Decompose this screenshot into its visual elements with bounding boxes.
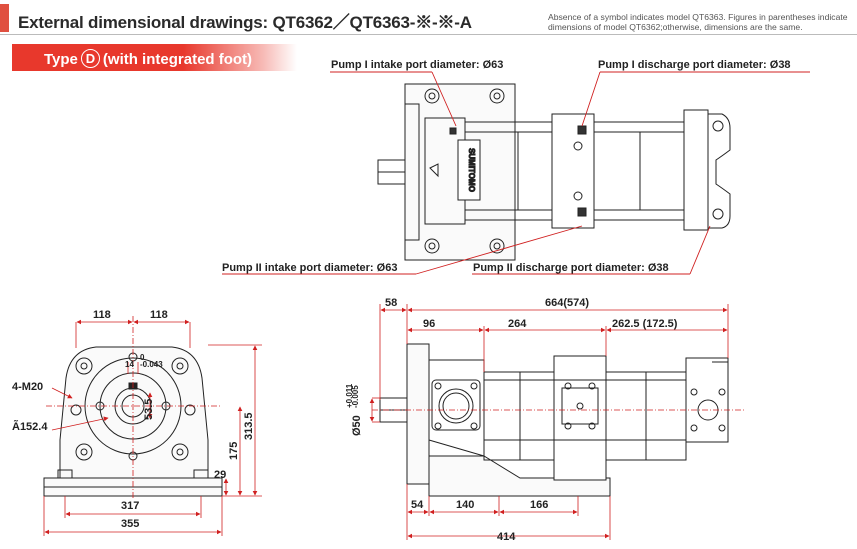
bolt-hole-icon: [75, 357, 93, 375]
label-pcd: Ã152.4: [12, 420, 48, 433]
side-view: [379, 343, 729, 497]
nameplate-text: SUMITOMO: [467, 148, 476, 192]
side-dim-lines: [369, 304, 744, 540]
dim-front-width-right: 118: [150, 309, 168, 321]
dim-shaft-tol-low: -0.005: [351, 385, 360, 408]
port-circle-icon: [438, 388, 474, 424]
bolt-hole-icon: [424, 238, 440, 254]
side-pump1: [428, 359, 485, 457]
dim-shaft-dia: Ø50: [351, 415, 363, 436]
dim-foot-b: 140: [456, 499, 474, 511]
dim-foot-length: 414: [497, 531, 516, 543]
nameplate: [457, 139, 481, 201]
dim-foot-c: 166: [530, 499, 548, 511]
dim-seg1: 96: [423, 318, 435, 330]
middle-cover: [551, 113, 595, 229]
dim-height-total: 313.5: [243, 412, 255, 440]
dim-key-depth: 53.5: [143, 399, 155, 420]
type-letter-badge: D: [80, 49, 100, 68]
bolt-hole-icon: [424, 88, 440, 104]
dim-front-width-left: 118: [93, 309, 111, 321]
bolt-hole-icon: [712, 208, 724, 220]
dim-height-axis: 175: [228, 442, 240, 460]
type-prefix: Type: [44, 51, 78, 68]
bolt-hole-icon: [75, 443, 93, 461]
dim-shaft-length: 58: [385, 297, 397, 309]
header: External dimensional drawings: QT6362／QT…: [0, 0, 857, 36]
bolt-hole-icon: [171, 357, 189, 375]
type-suffix: (with integrated foot): [102, 51, 253, 68]
leader-pump2-intake: [415, 225, 583, 275]
leader-pump2-discharge: [689, 225, 711, 275]
front-dim-lines: [43, 316, 262, 536]
front-body: [59, 346, 209, 479]
side-flange-plate: [406, 343, 430, 485]
callout-pump1-discharge: Pump I discharge port diameter: Ø38: [598, 59, 791, 71]
dim-shaft-tol-up: +0.011: [345, 383, 354, 408]
header-note: Absence of a symbol indicates model QT63…: [548, 12, 848, 32]
dim-key-tol-low: -0.043: [140, 360, 163, 369]
dim-foot-width: 355: [121, 518, 139, 530]
leader-pump1-intake: [431, 71, 457, 127]
callout-pump2-discharge: Pump II discharge port diameter: Ø38: [473, 262, 669, 274]
bolt-hole-icon: [712, 120, 724, 132]
side-middle-cover: [553, 355, 607, 481]
bolt-hole-icon: [489, 88, 505, 104]
callout-pump2-intake: Pump II intake port diameter: Ø63: [222, 262, 397, 274]
dim-key-width: 14: [125, 360, 134, 369]
dim-total-length: 664(574): [545, 297, 589, 309]
label-bolts: 4-M20: [12, 381, 43, 393]
leader-pump1-discharge: [581, 71, 601, 127]
dim-key-tol-up: 0: [140, 353, 145, 362]
dim-foot-hole-span: 317: [121, 500, 139, 512]
top-view: SUMITOMO: [377, 83, 731, 261]
header-accent-bar: [0, 4, 9, 32]
page-title: External dimensional drawings: QT6362／QT…: [18, 13, 472, 32]
callout-pump1-intake: Pump I intake port diameter: Ø63: [331, 59, 503, 71]
front-view: [43, 346, 223, 497]
dim-seg3: 262.5 (172.5): [612, 318, 678, 330]
end-cover: [683, 109, 709, 231]
bolt-hole-icon: [171, 443, 189, 461]
dim-foot-a: 54: [411, 499, 424, 511]
callout-leaders: [222, 71, 810, 275]
dim-foot-height: 29: [214, 469, 226, 481]
header-divider: [0, 34, 857, 35]
bolt-hole-icon: [489, 238, 505, 254]
dim-seg2: 264: [508, 318, 527, 330]
